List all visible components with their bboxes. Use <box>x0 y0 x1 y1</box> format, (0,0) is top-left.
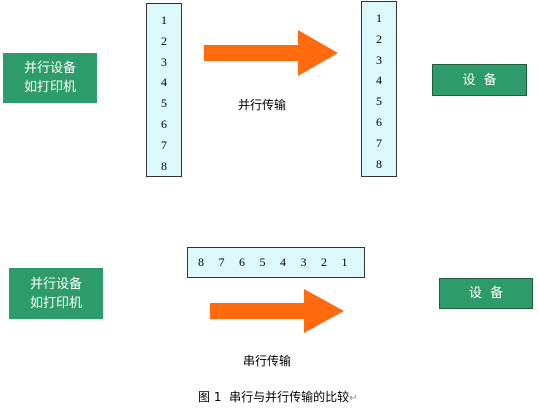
parallel-sender-bit: 3 <box>161 54 167 69</box>
parallel-receiver-bit: 7 <box>376 135 382 150</box>
parallel-sender-bit-column: 1 2 3 4 5 6 7 8 <box>146 3 182 177</box>
serial-bit: 8 <box>198 255 204 269</box>
serial-bit: 2 <box>321 255 327 269</box>
serial-bit: 1 <box>341 255 348 269</box>
serial-target-device-label: 设 备 <box>468 286 504 301</box>
parallel-arrow <box>204 30 338 76</box>
parallel-source-device-line-2: 如打印机 <box>23 80 76 95</box>
serial-source-device-line-1: 并行设备 <box>29 276 82 292</box>
parallel-receiver-bit-column: 1 2 3 4 5 6 7 8 <box>361 1 397 177</box>
serial-source-device-line-2: 如打印机 <box>29 295 82 311</box>
serial-source-device-box: 并行设备 如打印机 <box>9 268 103 319</box>
serial-arrow-shape <box>210 289 344 333</box>
serial-transfer-label: 串行传输 <box>243 354 292 368</box>
figure-caption: 图 1 串行与并行传输的比较↵ <box>198 388 357 405</box>
parallel-sender-bit: 6 <box>161 116 167 131</box>
parallel-target-device-label: 设 备 <box>462 72 497 88</box>
figure-caption-text: 图 1 串行与并行传输的比较 <box>198 390 350 404</box>
parallel-receiver-bit: 1 <box>376 11 382 25</box>
parallel-receiver-bit: 8 <box>376 156 382 171</box>
serial-bit: 5 <box>259 255 266 269</box>
parallel-receiver-bit: 3 <box>376 52 382 67</box>
parallel-sender-bit: 5 <box>161 96 167 111</box>
parallel-receiver-bit: 2 <box>376 31 382 46</box>
paragraph-mark-icon: ↵ <box>349 393 358 404</box>
serial-bit-row: 8 7 6 5 4 3 2 1 <box>187 247 365 278</box>
parallel-arrow-shape <box>204 30 338 76</box>
parallel-receiver-bit: 4 <box>376 73 382 88</box>
parallel-source-device-box: 并行设备 如打印机 <box>3 53 97 103</box>
serial-target-device-box: 设 备 <box>439 278 533 309</box>
parallel-source-device-line-1: 并行设备 <box>23 61 76 76</box>
parallel-target-device-box: 设 备 <box>432 64 527 96</box>
parallel-transfer-label: 并行传输 <box>238 98 287 112</box>
parallel-sender-bit: 2 <box>161 33 167 48</box>
serial-bit: 3 <box>300 255 307 269</box>
serial-bit: 4 <box>280 255 286 269</box>
serial-arrow <box>210 289 344 333</box>
parallel-sender-bit: 8 <box>161 158 167 173</box>
parallel-sender-bit: 4 <box>161 75 167 90</box>
parallel-sender-bit: 1 <box>161 13 167 27</box>
parallel-receiver-bit: 6 <box>376 114 382 129</box>
parallel-receiver-bit: 5 <box>376 94 382 109</box>
serial-bit: 7 <box>218 255 225 269</box>
serial-bit: 6 <box>239 255 245 269</box>
parallel-sender-bit: 7 <box>161 137 167 152</box>
